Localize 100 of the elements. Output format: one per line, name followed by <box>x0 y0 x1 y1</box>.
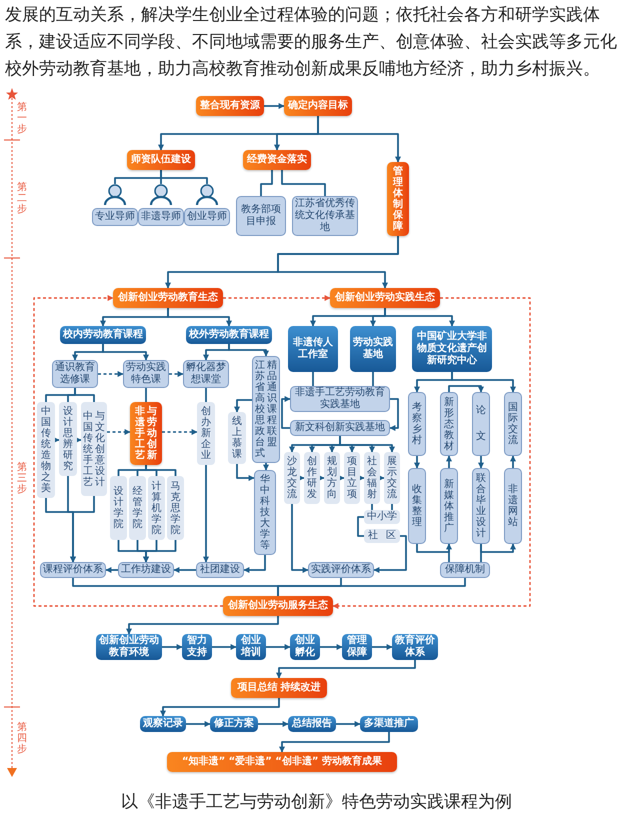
arrow <box>358 475 365 481</box>
stage-box: 非遗手工艺与劳动创新 <box>130 402 162 465</box>
topic-box: 社会辐射 <box>364 452 380 504</box>
arrow <box>298 475 305 481</box>
arrow <box>167 308 232 327</box>
item-box: 华中科技大学等 <box>254 470 276 555</box>
arrow <box>173 567 196 573</box>
mentor-label: 专业导师 <box>92 208 138 226</box>
arrow <box>279 732 390 753</box>
topic-box: 中国传统手工艺与文化创意设计 <box>81 402 107 496</box>
topic-box: 项目立项 <box>344 452 360 504</box>
arrow <box>446 455 452 468</box>
arrow <box>70 496 95 563</box>
arrow <box>266 644 291 650</box>
arrow <box>186 721 211 727</box>
step-label: 第一步 <box>17 102 27 135</box>
connector-line <box>391 504 393 510</box>
connector-line <box>357 516 364 537</box>
arrow <box>336 721 361 727</box>
arrow <box>243 555 266 573</box>
mentor-label: 创业导师 <box>184 208 230 226</box>
item-box: 孵化器梦想课堂 <box>183 360 229 388</box>
item-box: 非遗网站 <box>504 468 522 544</box>
dotted-arrow <box>107 429 131 435</box>
item-box: 江苏省高校思政台式精品通识课程联盟 <box>252 356 280 463</box>
arrow <box>448 385 484 393</box>
topic-box: 经管学院 <box>129 476 146 540</box>
dotted-arrow <box>332 297 531 609</box>
arrow <box>291 504 309 573</box>
item-box: 考察乡村 <box>408 392 426 456</box>
stage-box: 管理体制保障 <box>387 162 409 236</box>
category-box: 创业培训 <box>236 634 266 660</box>
connector-line <box>74 388 95 402</box>
dotted-arrow <box>223 295 331 301</box>
topic-box: 设计思辨研究 <box>59 402 77 476</box>
arrow <box>76 437 82 443</box>
topic-box: 计算机学院 <box>148 476 165 540</box>
connector-line <box>312 372 314 386</box>
arrow <box>54 437 60 443</box>
item-box: 课程评价体系 <box>40 562 106 578</box>
arrow <box>263 463 269 471</box>
topic-box: 设计学院 <box>110 476 127 540</box>
item-box: 工作坊建设 <box>118 562 174 578</box>
connector-line <box>371 504 373 510</box>
dotted-arrow <box>33 295 223 607</box>
category-box: 劳动实践基地 <box>350 326 396 372</box>
step-label: 第四步 <box>17 722 27 755</box>
category-box: 观察记录 <box>140 716 186 732</box>
item-box: 通识教育选修课 <box>52 360 98 388</box>
arrow <box>105 567 118 573</box>
item-box: 教务部项目申报 <box>236 196 286 236</box>
step-label: 第二步 <box>17 182 27 215</box>
arrow <box>258 721 289 727</box>
category-box: 中国矿业大学非物质文化遗产创新研究中心 <box>412 326 492 372</box>
category-box: 总结报告 <box>288 716 336 732</box>
stage-box: 创新创业劳动教育生态 <box>113 288 223 308</box>
topic-box: 线上慕课 <box>228 412 246 464</box>
item-box: 非遗手工艺劳动教育实践基地 <box>290 386 390 412</box>
arrow <box>414 456 420 469</box>
category-box: 教育评价体系 <box>392 634 438 660</box>
topic-box: 创作研发 <box>304 452 320 504</box>
arrow <box>389 398 399 431</box>
step-label: 第三步 <box>17 462 27 495</box>
arrow <box>480 543 516 553</box>
arrow <box>212 644 237 650</box>
topic-box: 沙龙交流 <box>284 452 300 504</box>
stage-box: 经费资金落实 <box>243 150 311 170</box>
stage-box: 确定内容目标 <box>284 96 352 116</box>
figure-caption: 以《非遗手工艺与劳动创新》特色劳动实践课程为例 <box>120 791 513 813</box>
topic-box: 社区 <box>364 529 400 543</box>
connector-line <box>372 372 374 386</box>
stage-box: 创新创业劳动服务生态 <box>223 596 333 616</box>
category-box: 多渠道推广 <box>360 716 418 732</box>
item-box: 新文科创新实践基地 <box>290 420 390 436</box>
arrow <box>372 644 393 650</box>
arrow <box>160 698 280 717</box>
topic-box: 中国传统造物之美 <box>37 402 55 498</box>
arrow <box>373 535 407 573</box>
category-box: 修正方案 <box>210 716 258 732</box>
item-box: 新媒体推广 <box>440 468 458 544</box>
stage-box: 师资队伍建设 <box>127 150 195 170</box>
connector-line <box>260 170 273 196</box>
item-box: 社团建设 <box>196 562 244 578</box>
arrow <box>162 644 183 650</box>
stage-box: 整合现有资源 <box>196 96 264 116</box>
dotted-arrow <box>98 371 124 377</box>
topic-box: 中小学 <box>364 510 400 524</box>
arrow <box>339 436 395 453</box>
arrow <box>236 464 255 481</box>
topic-box: 展示交流 <box>384 452 400 504</box>
item-box: 劳动实践特色课 <box>123 360 169 388</box>
connector-line <box>205 388 207 402</box>
stage-box: 创新创业劳动实践生态 <box>330 288 440 308</box>
item-box: 实践评价体系 <box>308 562 374 578</box>
arrow <box>228 344 269 357</box>
stage-box: “知非遗” “爱非遗” “创非遗” 劳动教育成果 <box>167 752 397 772</box>
mentor-label: 非遗导师 <box>138 208 184 226</box>
category-box: 创新创业劳动教育环境 <box>96 634 162 660</box>
item-box: 江苏省优秀传统文化传承基地 <box>292 196 358 236</box>
arrow <box>478 456 484 469</box>
